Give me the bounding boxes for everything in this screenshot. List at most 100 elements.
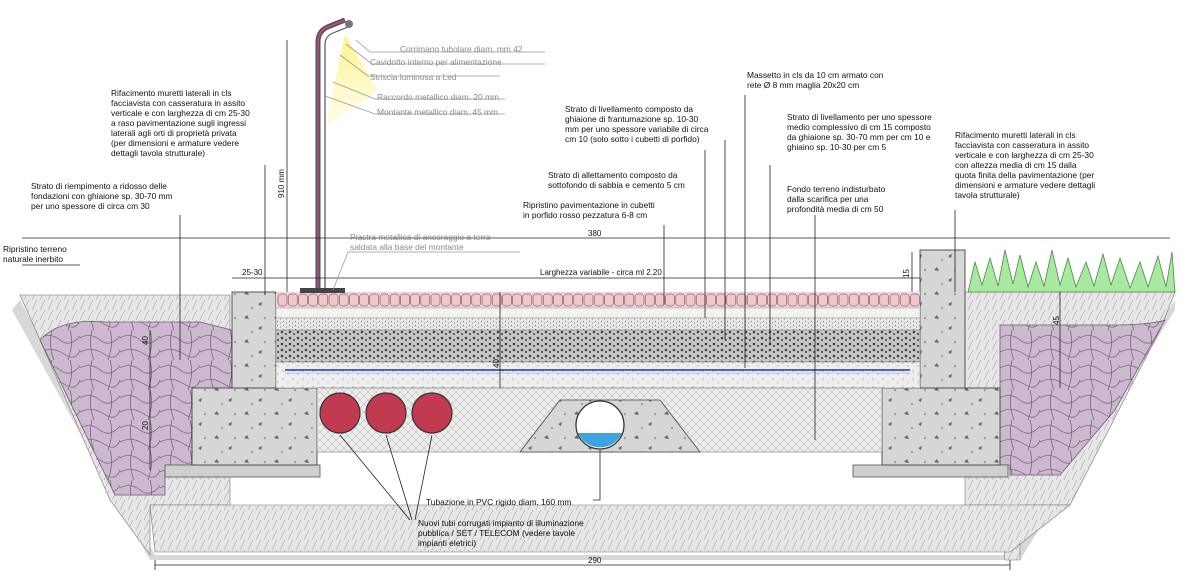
wall-left	[231, 291, 277, 389]
screed-layer	[275, 361, 921, 389]
porphyry-cube	[787, 293, 798, 307]
porphyry-cube	[828, 293, 839, 307]
porphyry-cube	[746, 293, 757, 307]
grass-icon	[967, 249, 1176, 293]
porphyry-cube	[420, 293, 431, 307]
label-rifacimento-right: Rifacimento muretti laterali in cls facc…	[955, 130, 1096, 200]
stone-backfill-right	[999, 319, 1166, 476]
porphyry-cube	[777, 293, 788, 307]
label-rifacimento-left: Rifacimento muretti laterali in cls facc…	[111, 88, 250, 158]
porphyry-cube	[767, 293, 777, 307]
porphyry-cube	[308, 293, 318, 307]
street-lamp-icon	[300, 17, 377, 293]
dim-20: 20	[141, 421, 150, 430]
dim-25-30: 25-30	[242, 268, 263, 277]
bottom-soil	[149, 504, 1071, 553]
corrugated-pipe	[319, 392, 361, 434]
label-corrimano: Corrimano tubolare diam. mm 42	[400, 44, 523, 54]
porphyry-cube	[379, 293, 390, 307]
foundation-right	[881, 387, 1001, 466]
label-riempimento: Strato di riempimento a ridosso delle fo…	[31, 181, 173, 211]
gravel-layer	[275, 329, 921, 363]
porphyry-cube	[512, 293, 522, 307]
label-montante: Montante metallico diam. 45 mm	[377, 107, 499, 117]
porphyry-cube	[716, 293, 726, 307]
label-raccordo: Raccordo metallico diam. 20 mm	[377, 92, 499, 102]
porphyry-cube	[440, 293, 451, 307]
label-ripristino-pav: Ripristino pavimentazione in cubetti in …	[523, 200, 655, 220]
porphyry-cube	[318, 293, 329, 307]
label-piastra: Piastra metallica di ancoraggio a terra …	[350, 232, 491, 252]
porphyry-cube	[410, 293, 420, 307]
corrugated-pipes	[319, 392, 453, 434]
porphyry-cube	[838, 293, 849, 307]
porphyry-cube	[869, 293, 879, 307]
porphyry-cube	[359, 293, 369, 307]
porphyry-cube	[563, 293, 573, 307]
corrugated-pipe	[365, 392, 407, 434]
porphyry-cube	[818, 293, 828, 307]
foundation-left	[191, 387, 318, 466]
porphyry-cube	[706, 293, 716, 307]
footing-left	[164, 464, 321, 478]
porphyry-cube	[298, 293, 308, 307]
dim-910: 910 mm	[277, 169, 286, 198]
label-cavidotto: Cavidotto interno per alimentazione	[370, 57, 502, 67]
porphyry-cube	[532, 293, 543, 307]
label-tubazione: Tubazione in PVC rigido diam. 160 mm	[426, 497, 572, 507]
porphyry-cube	[757, 293, 767, 307]
porphyry-cube	[685, 293, 696, 307]
dim-380: 380	[588, 229, 602, 238]
porphyry-cube	[481, 293, 492, 307]
porphyry-cube	[644, 293, 655, 307]
label-allettamento: Strato di allettamento composto da sotto…	[548, 170, 685, 190]
dim-290: 290	[588, 556, 602, 565]
porphyry-cube	[553, 293, 563, 307]
dim-15: 15	[902, 269, 911, 278]
label-nuovi-tubi: Nuovi tubi corrugati impianto di illumin…	[418, 518, 584, 548]
dim-larghezza: Larghezza variabile - circa ml 2.20	[540, 268, 662, 277]
porphyry-cube	[614, 293, 624, 307]
dim-45: 45	[1052, 316, 1061, 325]
porphyry-cube	[889, 293, 900, 307]
porphyry-cube	[848, 293, 859, 307]
porphyry-cube	[277, 293, 288, 307]
porphyry-cube	[859, 293, 869, 307]
porphyry-cube	[910, 293, 920, 307]
corrugated-pipe	[411, 392, 453, 434]
porphyry-cube	[400, 293, 410, 307]
porphyry-cube	[349, 293, 359, 307]
porphyry-cube	[726, 293, 737, 307]
porphyry-cube	[604, 293, 614, 307]
label-massetto: Massetto in cls da 10 cm armato con rete…	[747, 70, 884, 90]
footing-right	[852, 464, 1009, 478]
dim-40b: 40	[492, 359, 501, 368]
porphyry-cube	[369, 293, 380, 307]
porphyry-cubes	[277, 293, 920, 307]
porphyry-cube	[879, 293, 890, 307]
pvc-drain-pipe	[575, 400, 625, 450]
porphyry-cube	[573, 293, 584, 307]
porphyry-cube	[502, 293, 512, 307]
porphyry-cube	[808, 293, 818, 307]
dim-40: 40	[141, 336, 150, 345]
porphyry-cube	[675, 293, 686, 307]
porphyry-cube	[634, 293, 645, 307]
porphyry-cube	[389, 293, 400, 307]
porphyry-cube	[461, 293, 471, 307]
porphyry-cube	[430, 293, 441, 307]
anchor-plate	[300, 288, 345, 293]
porphyry-cube	[899, 293, 910, 307]
porphyry-cube	[522, 293, 533, 307]
label-ripristino-terreno: Ripristino terreno naturale inerbito	[3, 244, 67, 264]
porphyry-cube	[593, 293, 604, 307]
porphyry-cube	[695, 293, 706, 307]
porphyry-cube	[797, 293, 808, 307]
porphyry-cube	[287, 293, 298, 307]
porphyry-cube	[542, 293, 553, 307]
levelling-layer	[275, 317, 921, 331]
label-fondo: Fondo terreno indisturbato dalla scarifi…	[787, 184, 886, 214]
porphyry-cube	[736, 293, 747, 307]
porphyry-cube	[665, 293, 675, 307]
label-strato-livellamento-right: Strato di livellamento per uno spessore …	[787, 112, 932, 152]
